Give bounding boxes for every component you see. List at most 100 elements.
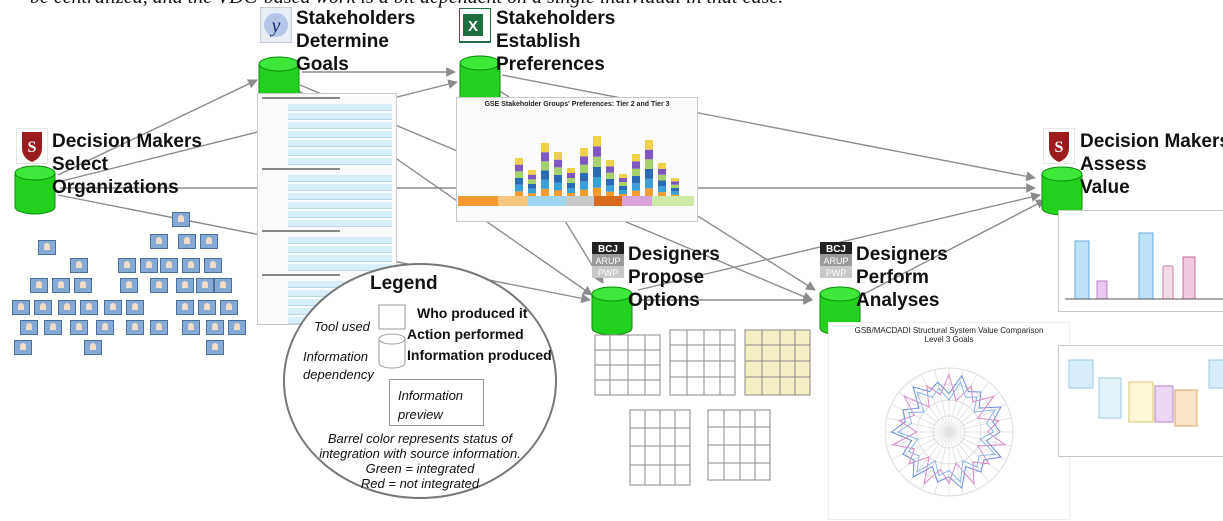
stanford-logo-icon: S <box>1043 128 1075 164</box>
person-icon <box>156 323 162 330</box>
person-icon <box>110 303 116 310</box>
stack-segment <box>528 184 536 189</box>
person-icon <box>188 323 194 330</box>
stack-segment <box>593 187 601 198</box>
stack-segment <box>593 136 601 147</box>
radar-series-line <box>896 380 997 483</box>
org-person-box <box>70 258 88 273</box>
stack-segment <box>528 174 536 180</box>
radar-series-line <box>890 374 1002 490</box>
stack-segment <box>515 191 523 198</box>
stack-segment <box>671 184 679 188</box>
person-icon <box>210 261 216 268</box>
org-person-box <box>120 278 138 293</box>
stack-segment <box>541 179 549 189</box>
barrel-integrated-icon <box>1041 166 1083 216</box>
person-icon <box>124 261 130 268</box>
stack-segment <box>632 168 640 176</box>
stack-segment <box>658 186 666 193</box>
stack-segment <box>658 180 666 187</box>
org-person-box <box>74 278 92 293</box>
org-person-box <box>182 320 200 335</box>
person-icon <box>166 261 172 268</box>
org-person-box <box>70 320 88 335</box>
radar-spoke <box>886 417 950 433</box>
person-icon <box>226 303 232 310</box>
person-icon <box>132 323 138 330</box>
org-person-box <box>206 340 224 355</box>
stack-segment <box>593 177 601 188</box>
svg-text:X: X <box>468 18 478 35</box>
person-icon <box>76 261 82 268</box>
org-person-box <box>52 278 70 293</box>
stack-segment <box>554 175 562 183</box>
org-person-box <box>44 320 62 335</box>
stack-segment <box>515 164 523 172</box>
person-icon <box>36 281 42 288</box>
org-person-box <box>126 320 144 335</box>
stack-segment <box>606 191 614 198</box>
stack-segment <box>658 174 666 181</box>
org-person-box <box>176 300 194 315</box>
radar-spoke <box>891 403 950 433</box>
legend-tool: Tool used <box>314 319 370 334</box>
stack-segment <box>554 190 562 198</box>
stack-segment <box>645 140 653 150</box>
stack-segment <box>515 178 523 185</box>
stack-segment <box>580 189 588 198</box>
stack-segment <box>671 178 679 182</box>
stack-segment <box>593 156 601 167</box>
person-icon <box>156 237 162 244</box>
structural-value-chart-preview: GSB/MACDADI Structural System Value Comp… <box>828 322 1070 520</box>
stack-segment <box>528 170 536 175</box>
stack-segment <box>515 184 523 192</box>
org-person-box <box>20 320 38 335</box>
person-icon <box>58 281 64 288</box>
person-icon <box>20 343 26 350</box>
stack-segment <box>541 143 549 153</box>
svg-text:ARUP: ARUP <box>595 256 620 266</box>
org-person-box <box>204 258 222 273</box>
yahoo-groups-logo-icon: y <box>260 7 292 43</box>
org-person-box <box>30 278 48 293</box>
stack-segment <box>593 167 601 178</box>
person-icon <box>178 215 184 222</box>
org-person-box <box>172 212 190 227</box>
org-person-box <box>104 300 122 315</box>
radar-spoke <box>920 374 950 433</box>
stack-segment <box>671 181 679 185</box>
structural-chart-title: GSB/MACDADI Structural System Value Comp… <box>854 326 1044 344</box>
stack-segment <box>645 188 653 198</box>
stack-segment <box>554 159 562 168</box>
model-steel-moment <box>744 329 811 396</box>
person-icon <box>90 343 96 350</box>
person-icon <box>102 323 108 330</box>
stack-segment <box>580 164 588 173</box>
org-person-box <box>12 300 30 315</box>
stack-segment <box>606 179 614 186</box>
total-value-chart-preview <box>1058 345 1223 457</box>
stack-segment <box>528 188 536 194</box>
org-person-box <box>178 234 196 249</box>
stack-segment <box>593 146 601 157</box>
stack-segment <box>567 178 575 183</box>
org-person-box <box>140 258 158 273</box>
legend-info-produced: Information produced <box>407 347 552 363</box>
stack-segment <box>619 190 627 194</box>
person-icon <box>40 303 46 310</box>
person-icon <box>26 323 32 330</box>
radar-spoke <box>948 431 990 483</box>
org-person-box <box>150 278 168 293</box>
person-icon <box>44 243 50 250</box>
person-icon <box>156 281 162 288</box>
stack-segment <box>606 185 614 192</box>
stack-segment <box>580 181 588 190</box>
legend-action: Action performed <box>407 326 524 342</box>
svg-text:PWP: PWP <box>598 268 619 278</box>
person-icon <box>234 323 240 330</box>
bcj-logo-icon: BCJ ARUP PWP <box>592 242 624 278</box>
person-icon <box>212 343 218 350</box>
excel-logo-icon: X <box>459 8 491 43</box>
